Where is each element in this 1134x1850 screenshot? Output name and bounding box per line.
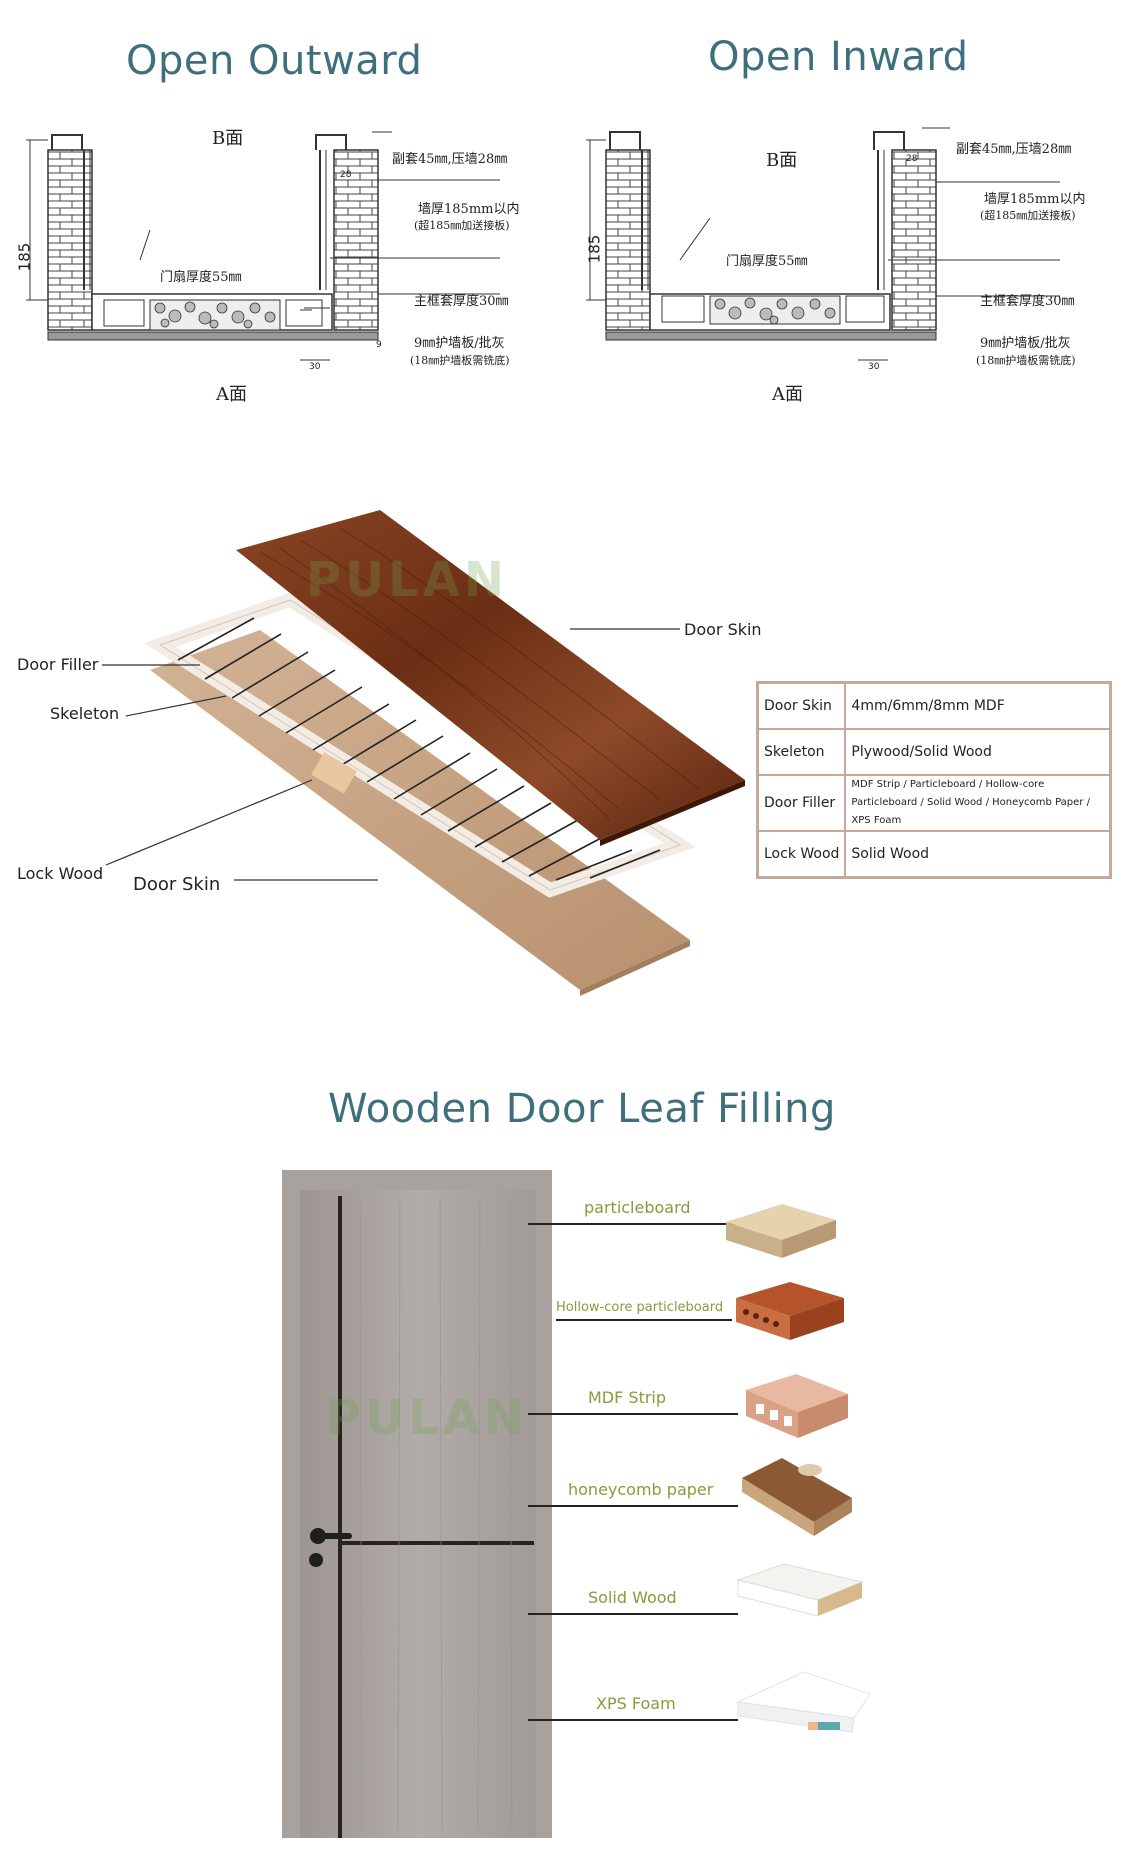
hollow-core-sample-icon <box>736 1282 844 1340</box>
table-key: Lock Wood <box>756 830 847 879</box>
outward-face-b: B面 <box>212 128 244 149</box>
label-door-skin-top: Door Skin <box>684 620 762 639</box>
label-skeleton: Skeleton <box>50 704 120 723</box>
open-outward-title: Open Outward <box>126 38 423 84</box>
open-inward-diagram <box>586 127 1060 361</box>
outward-note-board-sub: (18㎜护墙板需铣底) <box>410 354 510 367</box>
inward-note-wall: 墙厚185mm以内 <box>984 192 1086 207</box>
outward-note-frame: 主框套厚度30㎜ <box>414 294 509 309</box>
filling-row-xps-foam: XPS Foam <box>528 1694 738 1721</box>
particleboard-sample-icon <box>726 1204 836 1258</box>
outward-dim-28: 28 <box>340 170 352 180</box>
inward-dim-30: 30 <box>868 362 880 372</box>
table-row: Lock Wood Solid Wood <box>756 830 1112 879</box>
filling-label: honeycomb paper <box>568 1480 714 1499</box>
table-value: Solid Wood <box>844 830 1112 879</box>
door-handle-lever <box>318 1533 352 1539</box>
outward-dim-9: 9 <box>376 340 382 350</box>
door-lock-cylinder <box>309 1553 323 1567</box>
outward-note-wall: 墙厚185mm以内 <box>418 202 520 217</box>
table-row: Door Skin 4mm/6mm/8mm MDF <box>756 681 1112 730</box>
filling-label: Solid Wood <box>588 1588 677 1607</box>
outward-dim-185: 185 <box>15 242 34 272</box>
inward-dim-185: 185 <box>585 234 604 264</box>
filling-row-mdf-strip: MDF Strip <box>528 1388 738 1415</box>
inward-note-leaf: 门扇厚度55㎜ <box>726 254 808 269</box>
door-illustration <box>282 1170 552 1838</box>
filling-label: XPS Foam <box>596 1694 676 1713</box>
filling-label: Hollow-core particleboard <box>556 1300 724 1315</box>
pulan-watermark-top: PULAN <box>306 552 509 608</box>
inward-face-a: A面 <box>772 384 803 405</box>
filling-row-hollow-core: Hollow-core particleboard <box>556 1300 732 1321</box>
outward-note-board: 9㎜护墙板/批灰 <box>414 336 505 351</box>
material-table: Door Skin 4mm/6mm/8mm MDF Skeleton Plywo… <box>756 681 1112 879</box>
pulan-watermark-bottom: PULAN <box>326 1390 529 1446</box>
table-value: MDF Strip / Particleboard / Hollow-core … <box>844 774 1112 832</box>
outward-dim-30: 30 <box>309 362 321 372</box>
table-key: Door Filler <box>756 774 847 832</box>
door-skin-top-panel <box>236 510 745 840</box>
inward-dim-28: 28 <box>906 154 918 164</box>
label-door-skin-bottom: Door Skin <box>133 874 221 895</box>
outward-note-trim: 副套45㎜,压墙28㎜ <box>392 152 508 167</box>
filling-leader-line <box>528 1719 738 1721</box>
honeycomb-sample-icon <box>742 1458 852 1536</box>
filling-leader-line <box>528 1223 738 1225</box>
inward-note-board-sub: (18㎜护墙板需铣底) <box>976 354 1076 367</box>
outward-note-wall-sub: (超185㎜加送接板) <box>414 219 510 232</box>
inward-note-board: 9㎜护墙板/批灰 <box>980 336 1071 351</box>
filling-label: MDF Strip <box>588 1388 667 1407</box>
filling-leader-line <box>528 1505 738 1507</box>
label-lock-wood: Lock Wood <box>17 864 104 883</box>
filling-leader-line <box>556 1319 732 1321</box>
filling-title: Wooden Door Leaf Filling <box>328 1086 836 1132</box>
inward-note-wall-sub: (超185㎜加送接板) <box>980 209 1076 222</box>
exploded-door-diagram <box>102 510 745 996</box>
inward-face-b: B面 <box>766 150 798 171</box>
open-outward-diagram <box>26 131 500 361</box>
outward-face-a: A面 <box>216 384 247 405</box>
table-key: Door Skin <box>756 681 847 730</box>
table-key: Skeleton <box>756 728 847 776</box>
filling-row-solid-wood: Solid Wood <box>528 1588 738 1615</box>
inward-note-trim: 副套45㎜,压墙28㎜ <box>956 142 1072 157</box>
filling-leader-line <box>528 1413 738 1415</box>
table-value: 4mm/6mm/8mm MDF <box>844 681 1112 730</box>
inward-note-frame: 主框套厚度30㎜ <box>980 294 1075 309</box>
filling-row-particleboard: particleboard <box>528 1198 738 1225</box>
filling-label: particleboard <box>584 1198 691 1217</box>
mdf-strip-sample-icon <box>746 1374 848 1438</box>
open-inward-title: Open Inward <box>708 34 969 80</box>
solid-wood-sample-icon <box>736 1563 864 1617</box>
filling-leader-line <box>528 1613 738 1615</box>
door-filler-strips <box>177 617 661 881</box>
label-door-filler: Door Filler <box>17 655 99 674</box>
table-row: Skeleton Plywood/Solid Wood <box>756 728 1112 776</box>
xps-foam-sample-icon <box>736 1671 871 1733</box>
table-value: Plywood/Solid Wood <box>844 728 1112 776</box>
table-row: Door Filler MDF Strip / Particleboard / … <box>756 774 1112 832</box>
lock-wood-block <box>311 752 357 794</box>
outward-note-leaf: 门扇厚度55㎜ <box>160 270 242 285</box>
filling-row-honeycomb: honeycomb paper <box>528 1480 738 1507</box>
